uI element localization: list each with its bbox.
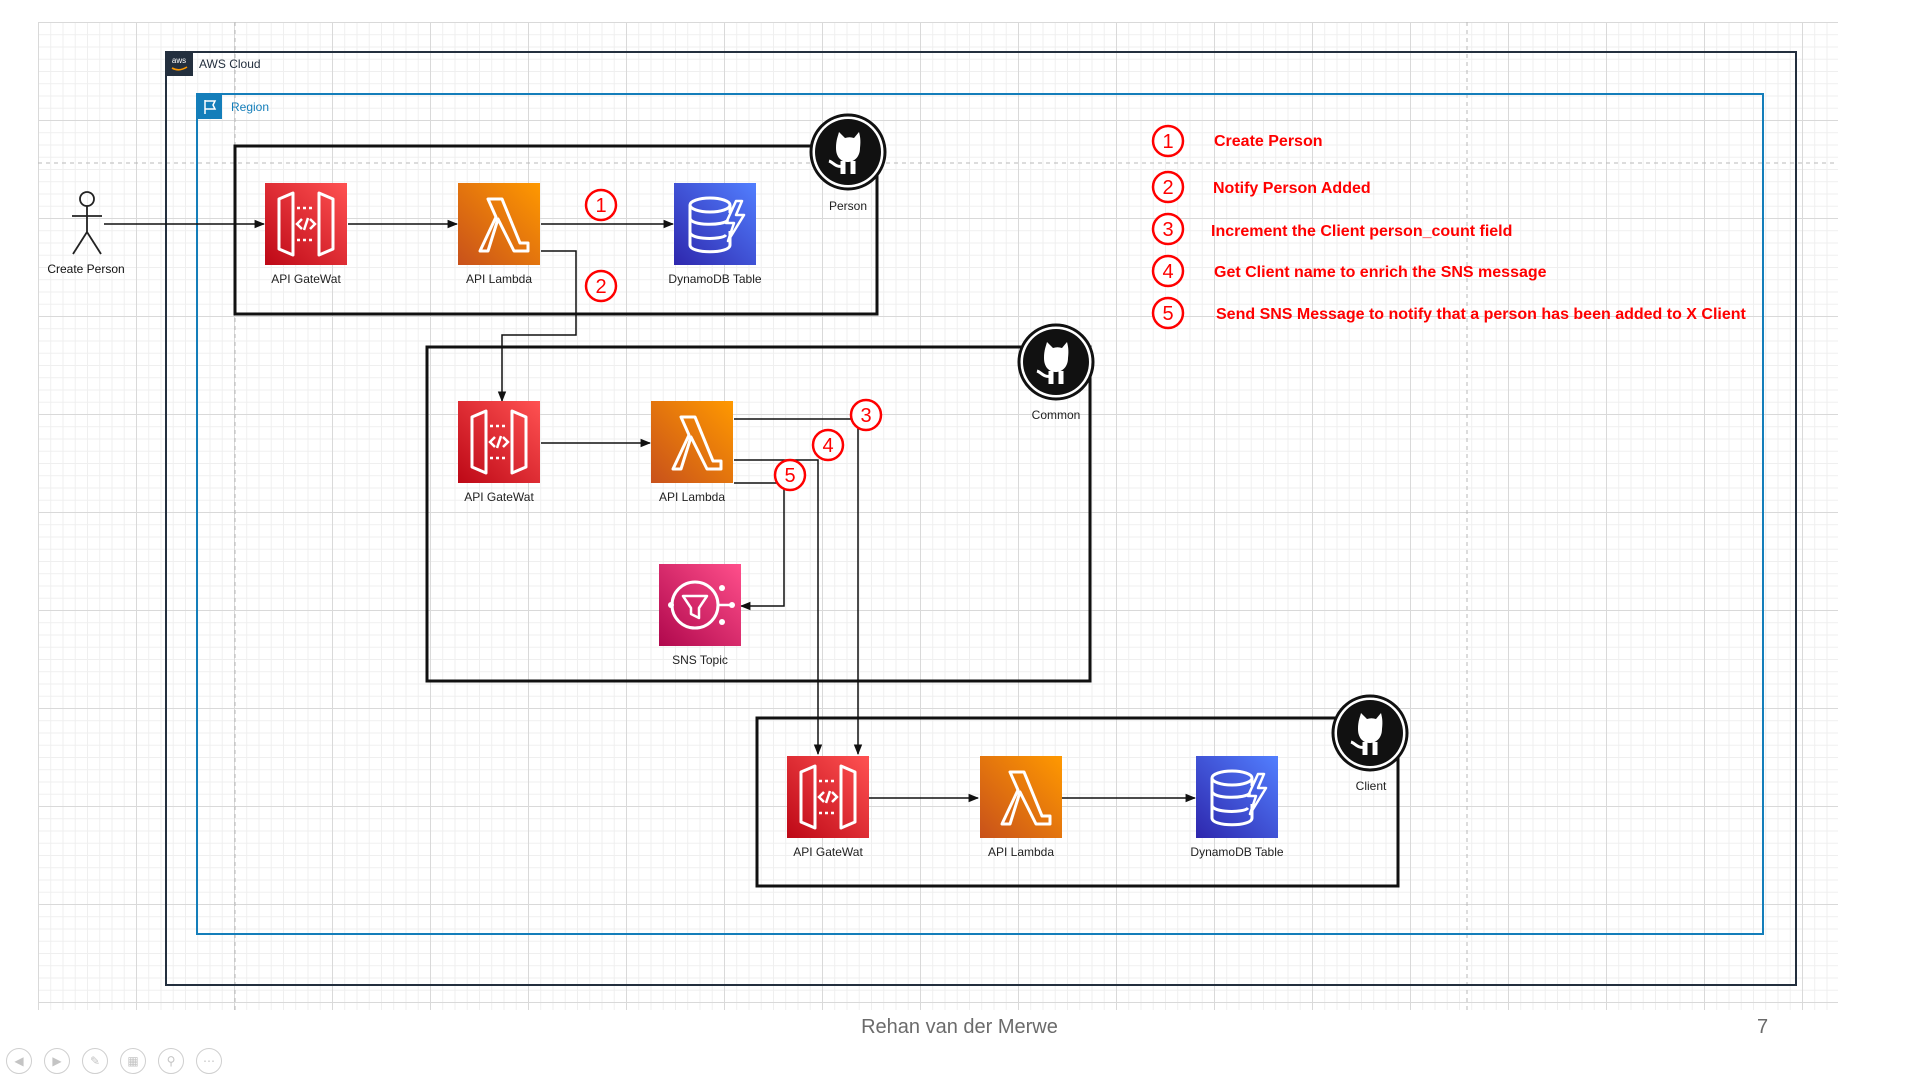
aws-logo-text: aws <box>172 56 186 65</box>
svg-text:3: 3 <box>1162 219 1173 241</box>
previous-slide-icon[interactable]: ◀ <box>6 1048 32 1074</box>
person-lambda-icon <box>456 181 542 267</box>
common-gateway-label: API GateWat <box>464 490 534 504</box>
step-marker-3: 3 <box>849 398 883 432</box>
legend-item-5: 5 Send SNS Message to notify that a pers… <box>1151 296 1747 330</box>
actor-stick-figure-icon <box>72 191 102 255</box>
legend-item-2: 2 Notify Person Added <box>1151 170 1371 204</box>
svg-text:4: 4 <box>822 435 833 457</box>
client-table-label: DynamoDB Table <box>1190 845 1283 859</box>
person-gateway-label: API GateWat <box>271 272 341 286</box>
aws-cloud-group <box>165 51 1797 986</box>
person-lambda-to-common-gateway-arrow <box>497 250 577 403</box>
region-group <box>196 93 1764 935</box>
common-github-icon <box>1019 325 1093 399</box>
common-group-name: Common <box>1032 408 1081 422</box>
person-lambda-label: API Lambda <box>466 272 532 286</box>
zoom-icon[interactable]: ⚲ <box>158 1048 184 1074</box>
person-group-box <box>233 144 879 316</box>
client-lambda-label: API Lambda <box>988 845 1054 859</box>
person-api-gateway-icon <box>263 181 349 267</box>
actor-label: Create Person <box>47 262 124 276</box>
slide-grid-icon[interactable]: ▦ <box>120 1048 146 1074</box>
connectors <box>104 219 1197 803</box>
client-group-name: Client <box>1356 779 1387 793</box>
svg-text:1: 1 <box>1162 131 1173 153</box>
step-marker-5: 5 <box>773 458 807 492</box>
pen-tool-icon[interactable]: ✎ <box>82 1048 108 1074</box>
common-lambda-label: API Lambda <box>659 490 725 504</box>
common-topic-label: SNS Topic <box>672 653 728 667</box>
client-lambda-icon <box>978 754 1064 840</box>
common-sns-topic-icon <box>657 562 743 648</box>
common-group-box <box>425 345 1092 683</box>
client-gateway-label: API GateWat <box>793 845 863 859</box>
legend-text-1: Create Person <box>1214 133 1323 150</box>
common-lambda-to-client-gateway-4 <box>734 459 823 756</box>
legend-item-4: 4 Get Client name to enrich the SNS mess… <box>1151 254 1547 288</box>
aws-cloud-label: AWS Cloud <box>199 57 261 71</box>
step-marker-2: 2 <box>584 269 618 303</box>
client-api-gateway-icon <box>785 754 871 840</box>
legend-item-3: 3 Increment the Client person_count fiel… <box>1151 212 1512 246</box>
svg-text:1: 1 <box>595 195 606 217</box>
slide-page-number: 7 <box>1757 1016 1769 1038</box>
svg-text:4: 4 <box>1162 261 1173 283</box>
legend: 1 Create Person 2 Notify Person Added 3 … <box>1151 124 1747 330</box>
person-group-name: Person <box>829 199 867 213</box>
aws-logo-icon <box>166 52 193 76</box>
person-github-icon <box>811 115 885 189</box>
region-flag-icon <box>197 94 222 119</box>
step-marker-1: 1 <box>584 188 618 222</box>
client-dynamodb-icon <box>1194 754 1280 840</box>
legend-text-3: Increment the Client person_count field <box>1211 223 1512 240</box>
legend-text-5: Send SNS Message to notify that a person… <box>1216 306 1747 323</box>
step-marker-4: 4 <box>811 428 845 462</box>
svg-text:3: 3 <box>860 405 871 427</box>
svg-text:5: 5 <box>1162 303 1173 325</box>
svg-text:5: 5 <box>784 465 795 487</box>
common-lambda-to-sns-arrow <box>734 482 785 611</box>
svg-text:2: 2 <box>1162 177 1173 199</box>
more-options-icon[interactable]: ⋯ <box>196 1048 222 1074</box>
legend-text-2: Notify Person Added <box>1213 180 1371 197</box>
common-api-gateway-icon <box>456 399 542 485</box>
legend-item-1: 1 Create Person <box>1151 124 1323 158</box>
region-label: Region <box>231 100 269 114</box>
person-dynamodb-icon <box>672 181 758 267</box>
common-lambda-icon <box>649 399 735 485</box>
next-slide-icon[interactable]: ▶ <box>44 1048 70 1074</box>
client-github-icon <box>1333 696 1407 770</box>
client-group-box <box>755 716 1400 888</box>
slide-footer-author: Rehan van der Merwe <box>861 1016 1058 1038</box>
svg-text:2: 2 <box>595 276 606 298</box>
person-table-label: DynamoDB Table <box>668 272 761 286</box>
legend-text-4: Get Client name to enrich the SNS messag… <box>1214 264 1547 281</box>
